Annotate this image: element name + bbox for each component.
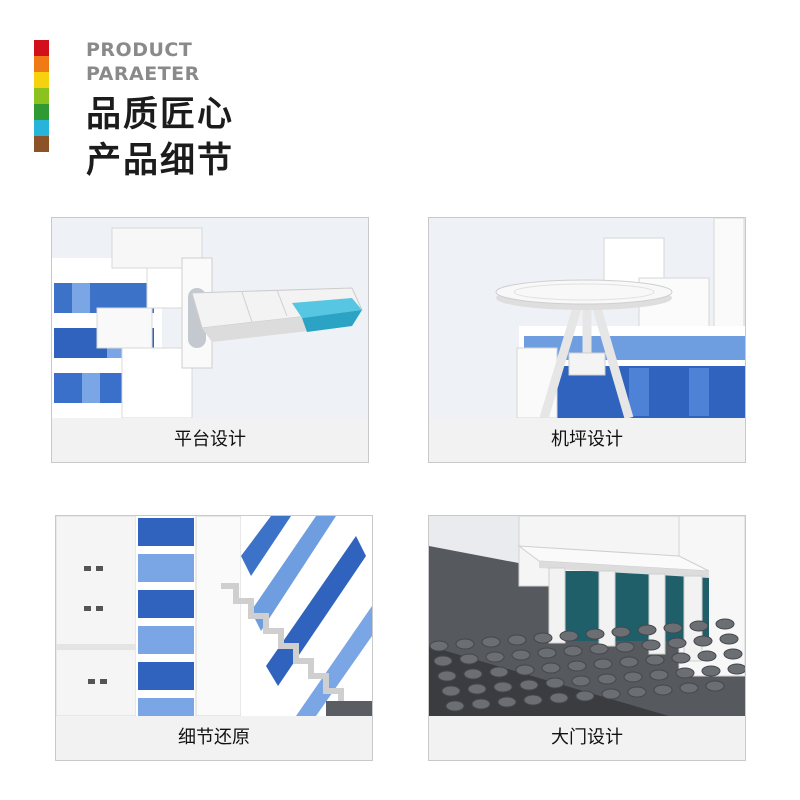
baseplate-stud xyxy=(601,688,621,700)
helipad-photo xyxy=(429,218,745,418)
detail-card-helipad: 机坪设计 xyxy=(428,217,746,463)
baseplate-stud xyxy=(679,682,699,694)
baseplate-stud xyxy=(467,683,487,695)
baseplate-stud xyxy=(727,663,745,675)
baseplate-stud xyxy=(463,668,483,680)
baseplate-stud xyxy=(567,660,587,672)
baseplate-stud xyxy=(519,679,539,691)
baseplate-stud xyxy=(663,622,683,634)
baseplate-stud xyxy=(637,624,657,636)
baseplate-stud xyxy=(589,643,609,655)
baseplate-stud xyxy=(549,692,569,704)
baseplate-stud xyxy=(563,645,583,657)
baseplate-stud xyxy=(481,636,501,648)
baseplate-stud xyxy=(597,673,617,685)
baseplate-stud xyxy=(667,637,687,649)
color-swatch xyxy=(34,56,49,72)
baseplate-stud xyxy=(515,664,535,676)
color-swatch xyxy=(34,120,49,136)
baseplate-stud xyxy=(697,650,717,662)
baseplate-stud xyxy=(693,635,713,647)
baseplate-stud xyxy=(559,630,579,642)
baseplate-stud xyxy=(533,632,553,644)
baseplate-stud xyxy=(571,675,591,687)
baseplate-stud xyxy=(671,652,691,664)
baseplate-stud xyxy=(493,681,513,693)
detail-card-gate: 大门设计 xyxy=(428,515,746,761)
baseplate-stud xyxy=(541,662,561,674)
baseplate-stud xyxy=(433,655,453,667)
baseplate-stud xyxy=(611,626,631,638)
baseplate-stud xyxy=(653,684,673,696)
baseplate-stud xyxy=(593,658,613,670)
baseplate-stud xyxy=(497,696,517,708)
baseplate-stud xyxy=(585,628,605,640)
card-caption-restoration: 细节还原 xyxy=(56,716,372,760)
baseplate-stud xyxy=(705,680,725,692)
card-caption-platform: 平台设计 xyxy=(52,418,368,462)
headline-line-1: 品质匠心 xyxy=(86,95,235,135)
baseplate-stud xyxy=(455,638,475,650)
color-swatch xyxy=(34,72,49,88)
baseplate-stud xyxy=(441,685,461,697)
baseplate-stud xyxy=(675,667,695,679)
color-swatch xyxy=(34,88,49,104)
baseplate-stud xyxy=(645,654,665,666)
baseplate-stud xyxy=(719,633,739,645)
detail-card-platform: 平台设计 xyxy=(51,217,369,463)
baseplate-stud xyxy=(701,665,721,677)
eyebrow-line-2: PARAETER xyxy=(86,63,200,85)
baseplate-stud xyxy=(545,677,565,689)
color-swatch xyxy=(34,136,49,152)
baseplate-stud xyxy=(523,694,543,706)
restoration-photo xyxy=(56,516,372,716)
color-swatch xyxy=(34,104,49,120)
baseplate-stud xyxy=(459,653,479,665)
baseplate-stud xyxy=(575,690,595,702)
color-swatch-strip xyxy=(34,40,49,152)
baseplate-stud xyxy=(623,671,643,683)
baseplate-stud xyxy=(627,686,647,698)
baseplate-stud xyxy=(689,620,709,632)
baseplate-stud xyxy=(649,669,669,681)
headline-line-2: 产品细节 xyxy=(86,141,235,181)
baseplate-stud xyxy=(437,670,457,682)
baseplate-stud xyxy=(641,639,661,651)
card-caption-helipad: 机坪设计 xyxy=(429,418,745,462)
eyebrow-line-1: PRODUCT xyxy=(86,39,193,61)
baseplate-stud xyxy=(471,698,491,710)
color-swatch xyxy=(34,40,49,56)
baseplate-stud xyxy=(723,648,743,660)
baseplate-stud xyxy=(619,656,639,668)
baseplate-stud xyxy=(429,640,449,652)
detail-card-restoration: 细节还原 xyxy=(55,515,373,761)
baseplate-stud xyxy=(715,618,735,630)
platform-photo xyxy=(52,218,368,418)
baseplate-stud xyxy=(537,647,557,659)
card-caption-gate: 大门设计 xyxy=(429,716,745,760)
baseplate-stud xyxy=(485,651,505,663)
baseplate-stud xyxy=(511,649,531,661)
baseplate-stud xyxy=(507,634,527,646)
eyebrow-text: PRODUCT PARAETER xyxy=(86,38,200,86)
baseplate-stud xyxy=(445,700,465,712)
gate-photo xyxy=(429,516,745,716)
baseplate-stud xyxy=(615,641,635,653)
baseplate-stud xyxy=(489,666,509,678)
